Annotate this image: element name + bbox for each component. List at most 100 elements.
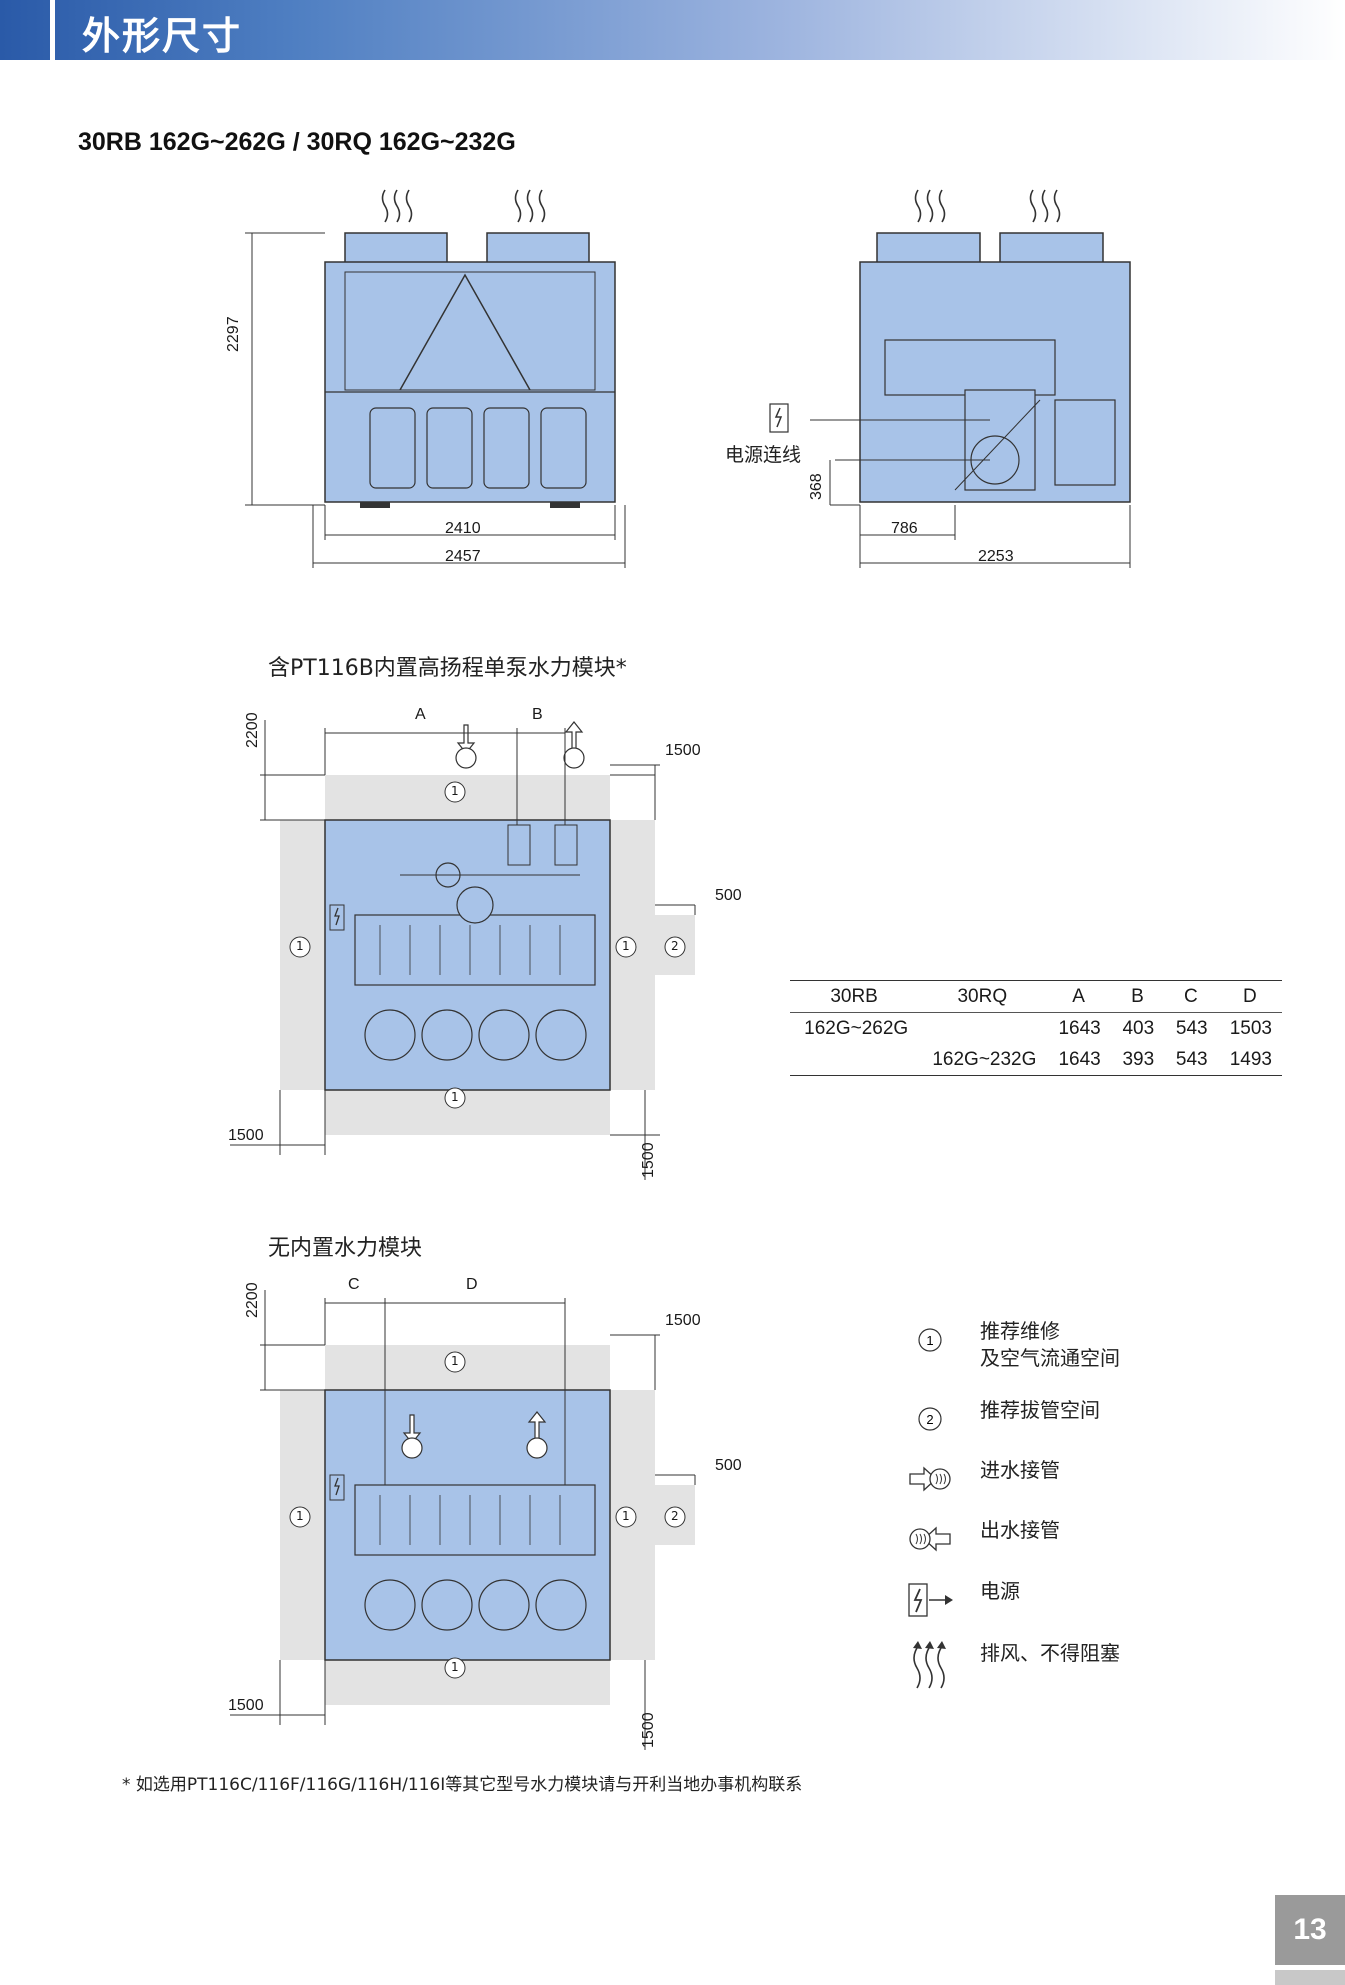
table-cell xyxy=(918,1013,1046,1045)
dim-a-label: A xyxy=(415,706,426,723)
zone-marker: 2 xyxy=(671,1509,679,1523)
power-supply-icon xyxy=(900,1578,960,1622)
plan-view-with-pump xyxy=(230,720,696,1180)
table-row: 162G~262G 1643 403 543 1503 xyxy=(790,1013,1282,1045)
circled-one-icon xyxy=(289,781,637,1109)
legend-item-power: 电源 xyxy=(900,1578,1020,1622)
power-supply-icon xyxy=(329,1474,345,1501)
water-inlet-icon xyxy=(455,724,477,769)
dim-b-label: B xyxy=(532,706,543,723)
zone-marker: 1 xyxy=(451,1354,459,1368)
plan-view-without-pump xyxy=(230,1290,696,1750)
zone-marker: 1 xyxy=(451,784,459,798)
section2-title: 无内置水力模块 xyxy=(268,1236,423,1261)
dim-1500-left: 1500 xyxy=(228,1127,264,1144)
power-connection-label: 电源连线 xyxy=(725,444,802,466)
zone-marker: 2 xyxy=(671,939,679,953)
legend-item-exhaust: 排风、不得阻塞 xyxy=(900,1640,1120,1690)
model-subtitle: 30RB 162G~262G / 30RQ 162G~232G xyxy=(78,128,516,156)
dim-500: 500 xyxy=(715,1457,742,1474)
water-outlet-icon xyxy=(563,721,585,769)
legend-item-service-space: 1 推荐维修 及空气流通空间 xyxy=(900,1318,1120,1372)
table-cell: 543 xyxy=(1164,1044,1218,1076)
dim-1500-left: 1500 xyxy=(228,1697,264,1714)
side-elevation-view xyxy=(769,189,1131,568)
water-inlet-icon xyxy=(900,1457,960,1501)
dim-c-label: C xyxy=(348,1276,360,1293)
table-cell: 403 xyxy=(1122,1017,1155,1039)
water-outlet-icon xyxy=(526,1411,548,1459)
side-power-height-dim: 368 xyxy=(808,473,825,500)
power-supply-icon xyxy=(769,403,789,433)
table-cell: 1503 xyxy=(1229,1017,1272,1039)
dim-1500-bottom: 1500 xyxy=(640,1712,657,1748)
front-height-dim: 2297 xyxy=(225,316,242,352)
legend-label: 电源 xyxy=(980,1579,1020,1603)
circled-two-icon xyxy=(664,936,686,958)
front-outer-width-dim: 2457 xyxy=(445,548,481,565)
side-power-offset-dim: 786 xyxy=(891,520,918,537)
legend-label: 推荐维修 及空气流通空间 xyxy=(980,1319,1120,1370)
table-header-cell: 30RB xyxy=(790,980,919,1013)
table-cell: 393 xyxy=(1110,1044,1165,1076)
zone-marker: 1 xyxy=(296,939,304,953)
table-cell: 1643 xyxy=(1058,1017,1101,1039)
zone-marker: 1 xyxy=(451,1090,459,1104)
page-header-band xyxy=(0,0,1345,60)
dim-1500-bottom: 1500 xyxy=(640,1142,657,1178)
legend-label: 推荐拔管空间 xyxy=(980,1398,1100,1422)
table-row: 162G~232G 1643 393 543 1493 xyxy=(790,1044,1282,1076)
circled-two-icon: 2 xyxy=(900,1397,960,1441)
power-supply-icon xyxy=(329,904,345,931)
table-cell xyxy=(790,1044,919,1076)
table-header-cell: A xyxy=(1046,980,1111,1013)
front-dimension-lines xyxy=(245,232,626,568)
dim-2200: 2200 xyxy=(244,1282,261,1318)
table-cell: 1493 xyxy=(1217,1044,1282,1076)
legend-item-tube-pull-space: 2 推荐拔管空间 xyxy=(900,1397,1100,1441)
table-cell: 162G~232G xyxy=(918,1044,1047,1076)
table-header-cell: D xyxy=(1217,980,1282,1013)
legend-label: 排风、不得阻塞 xyxy=(980,1641,1120,1665)
table-header-cell: C xyxy=(1164,980,1218,1013)
page-tab-strip xyxy=(1275,1970,1345,1985)
zone-marker: 1 xyxy=(451,1660,459,1674)
water-outlet-icon xyxy=(900,1517,960,1561)
side-width-dim: 2253 xyxy=(978,548,1014,565)
dim-500: 500 xyxy=(715,887,742,904)
circled-one-icon: 1 xyxy=(900,1318,960,1362)
zone-marker: 1 xyxy=(622,1509,630,1523)
page-title: 外形尺寸 xyxy=(82,14,243,58)
zone-marker: 1 xyxy=(296,1509,304,1523)
legend-item-water-outlet: 出水接管 xyxy=(900,1517,1060,1561)
table-header-cell: 30RQ xyxy=(918,980,1047,1013)
water-inlet-icon xyxy=(401,1414,423,1459)
zone-marker: 1 xyxy=(622,939,630,953)
dimensions-table: 30RB 30RQ A B C D 162G~262G 1643 403 543… xyxy=(790,980,1282,1076)
page-number: 13 xyxy=(1275,1895,1345,1965)
legend-label: 出水接管 xyxy=(980,1518,1060,1542)
table-header-row: 30RB 30RQ A B C D xyxy=(790,980,1282,1013)
front-inner-width-dim: 2410 xyxy=(445,520,481,537)
svg-text:1: 1 xyxy=(926,1333,933,1348)
side-dimension-lines xyxy=(810,419,1131,568)
footnote: * 如选用PT116C/116F/116G/116H/116I等其它型号水力模块… xyxy=(122,1775,803,1795)
front-elevation-view xyxy=(245,189,626,568)
legend-item-water-inlet: 进水接管 xyxy=(900,1457,1060,1501)
table-cell: 162G~262G xyxy=(804,1017,909,1039)
exhaust-air-icon xyxy=(900,1640,960,1690)
header-divider xyxy=(50,0,55,60)
elevation-views-drawing xyxy=(245,189,1131,568)
table-cell: 543 xyxy=(1175,1017,1208,1039)
section1-title: 含PT116B内置高扬程单泵水力模块* xyxy=(268,656,627,681)
dim-d-label: D xyxy=(466,1276,478,1293)
table-cell: 1643 xyxy=(1046,1044,1111,1076)
dim-1500-right: 1500 xyxy=(665,1312,701,1329)
exhaust-air-icon xyxy=(381,189,546,223)
circled-one-icon xyxy=(289,1351,637,1679)
dim-2200: 2200 xyxy=(244,712,261,748)
legend-label: 进水接管 xyxy=(980,1458,1060,1482)
exhaust-air-icon xyxy=(914,189,1061,223)
circled-two-icon xyxy=(664,1506,686,1528)
svg-text:2: 2 xyxy=(926,1412,933,1427)
